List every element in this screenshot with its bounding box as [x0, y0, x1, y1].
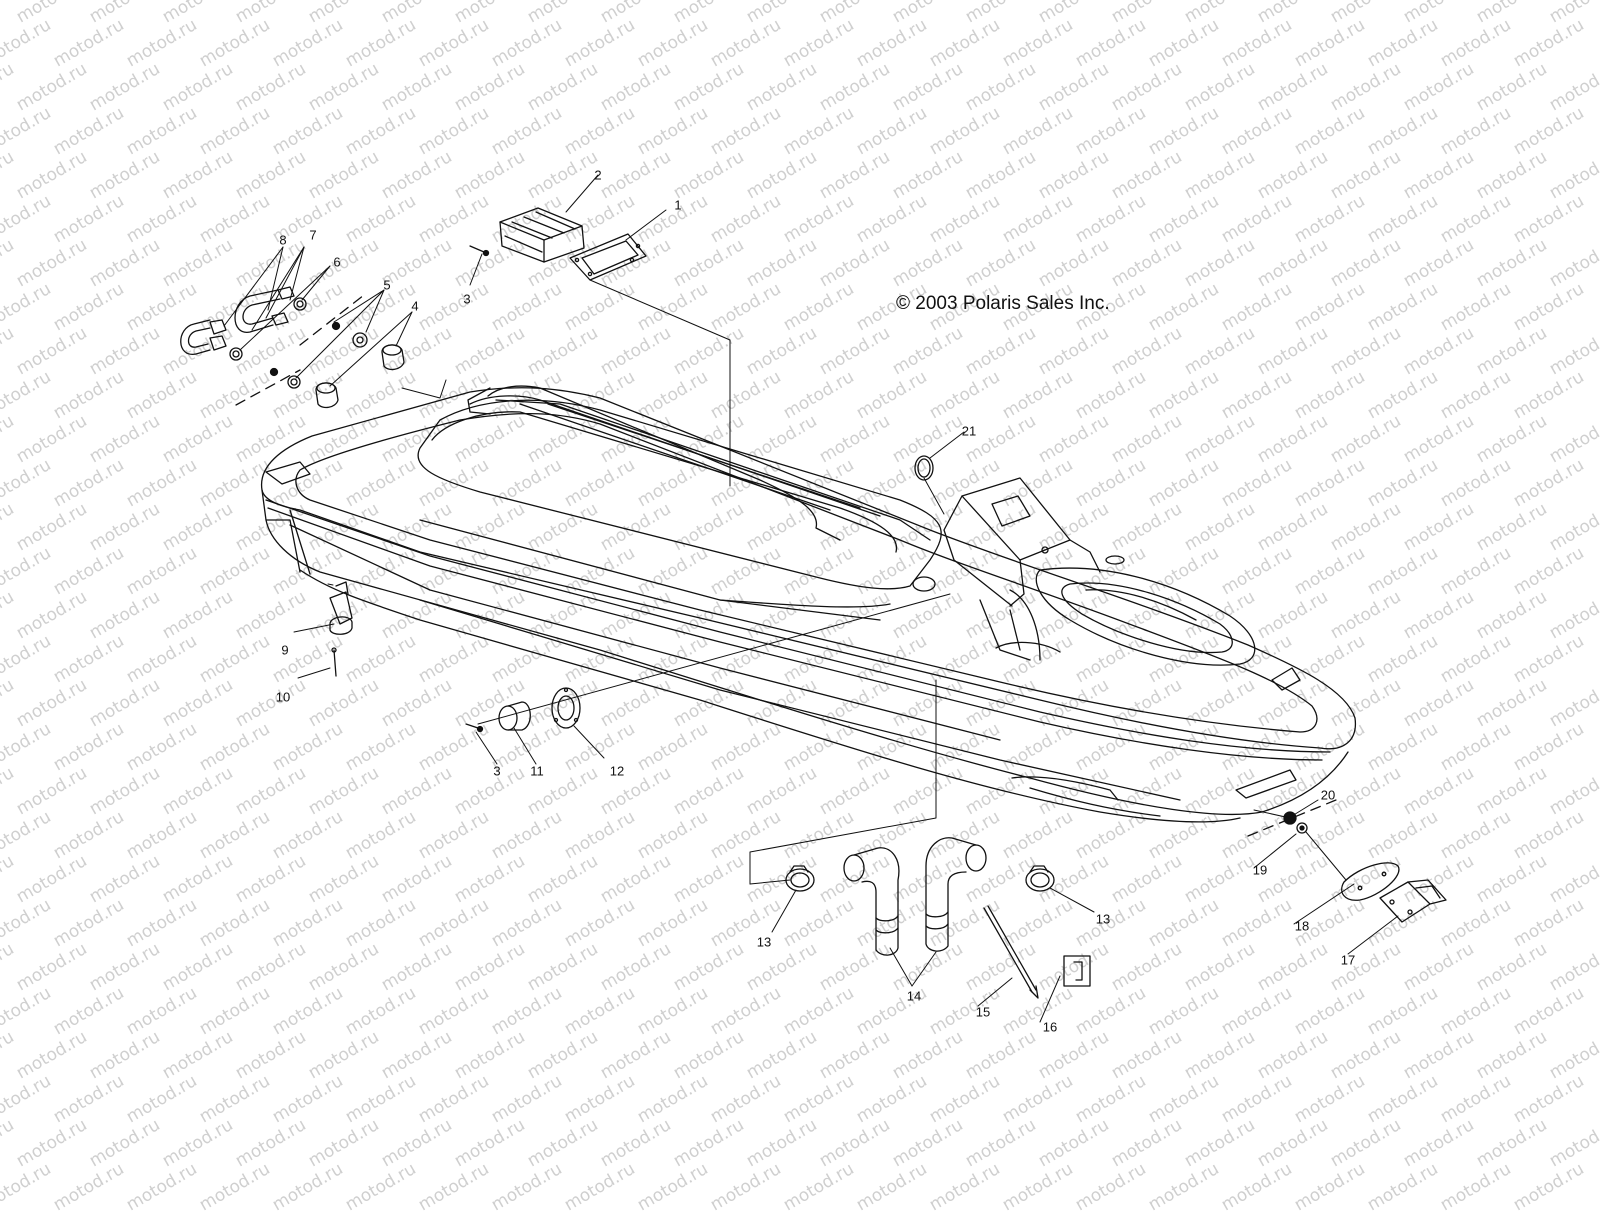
- part-18-plate: [1342, 863, 1399, 900]
- callout-20: 20: [1320, 787, 1336, 803]
- callout-5: 5: [383, 277, 391, 293]
- hull-body: [262, 386, 1356, 822]
- callout-19: 19: [1252, 862, 1268, 878]
- callout-17: 17: [1340, 952, 1356, 968]
- callout-21: 21: [961, 423, 977, 439]
- callout-11: 11: [530, 763, 544, 779]
- part-19-washer: [1297, 823, 1307, 833]
- callout-9: 9: [281, 642, 289, 658]
- part-7-8-hoses: [181, 287, 367, 388]
- callout-7: 7: [309, 227, 317, 243]
- part-14-elbows: [844, 838, 986, 955]
- part-9-drain-plug: [330, 582, 352, 634]
- part-3-screw-bottom: [466, 724, 483, 732]
- callout-1: 1: [674, 197, 682, 213]
- part-2-intake-grate: [500, 208, 584, 262]
- leader-lines: [224, 175, 1398, 1022]
- callout-13-left: 13: [756, 934, 772, 950]
- part-12-flange: [552, 688, 580, 728]
- part-16-decal: [1064, 956, 1090, 986]
- callout-1-2: 2: [594, 167, 602, 183]
- callout-6: 6: [333, 254, 341, 270]
- part-3-screw-top: [470, 246, 489, 256]
- part-4-fittings: [316, 345, 404, 408]
- callout-12: 12: [609, 763, 625, 779]
- part-21-ring: [915, 456, 933, 480]
- hose-centerlines: [236, 295, 1336, 836]
- callout-3-bottom: 3: [493, 763, 501, 779]
- part-17-handle: [1380, 880, 1446, 922]
- callout-16: 16: [1042, 1019, 1058, 1035]
- callout-15: 15: [975, 1004, 991, 1020]
- part-11-sleeve: [499, 702, 530, 730]
- copyright-notice: © 2003 Polaris Sales Inc.: [896, 293, 1110, 314]
- part-15-rod: [984, 906, 1038, 998]
- part-10-bolt: [332, 648, 336, 676]
- part-13-clamps: [786, 866, 1054, 891]
- callout-18: 18: [1294, 918, 1310, 934]
- callout-13-right: 13: [1095, 911, 1111, 927]
- callout-8: 8: [279, 232, 287, 248]
- part-1-gasket: [570, 234, 646, 280]
- callout-14: 14: [906, 988, 922, 1004]
- callout-3-top: 3: [463, 291, 471, 307]
- callout-4: 4: [411, 298, 419, 314]
- callout-10: 10: [275, 689, 291, 705]
